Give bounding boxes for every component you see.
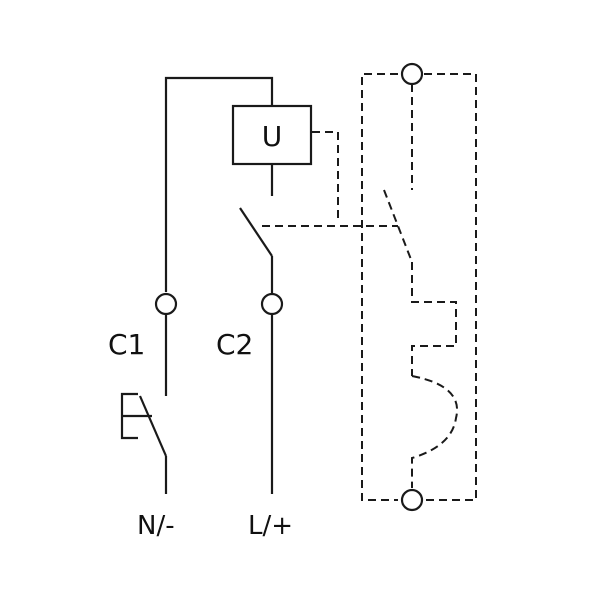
line-label: L/+ [248, 511, 293, 541]
device-bottom-terminal [400, 488, 424, 512]
device-enclosure-dashed-right [424, 73, 477, 501]
device-top-terminal [400, 62, 424, 86]
c1-label: C1 [108, 328, 145, 361]
c1-supply-wire [164, 76, 274, 292]
coil-label: U [262, 120, 283, 153]
c2-label: C2 [216, 328, 253, 361]
magnetic-coil-dashed [411, 375, 459, 488]
c2-terminal [260, 292, 284, 316]
coil-linkage-dashed [312, 131, 339, 222]
device-enclosure-dashed [361, 73, 398, 501]
neutral-label: N/- [137, 511, 175, 541]
c1-terminal [154, 292, 178, 316]
thermal-element-dashed [411, 262, 457, 376]
relay-contact-blade [239, 207, 273, 257]
pushbutton-contact-blade [138, 395, 168, 457]
